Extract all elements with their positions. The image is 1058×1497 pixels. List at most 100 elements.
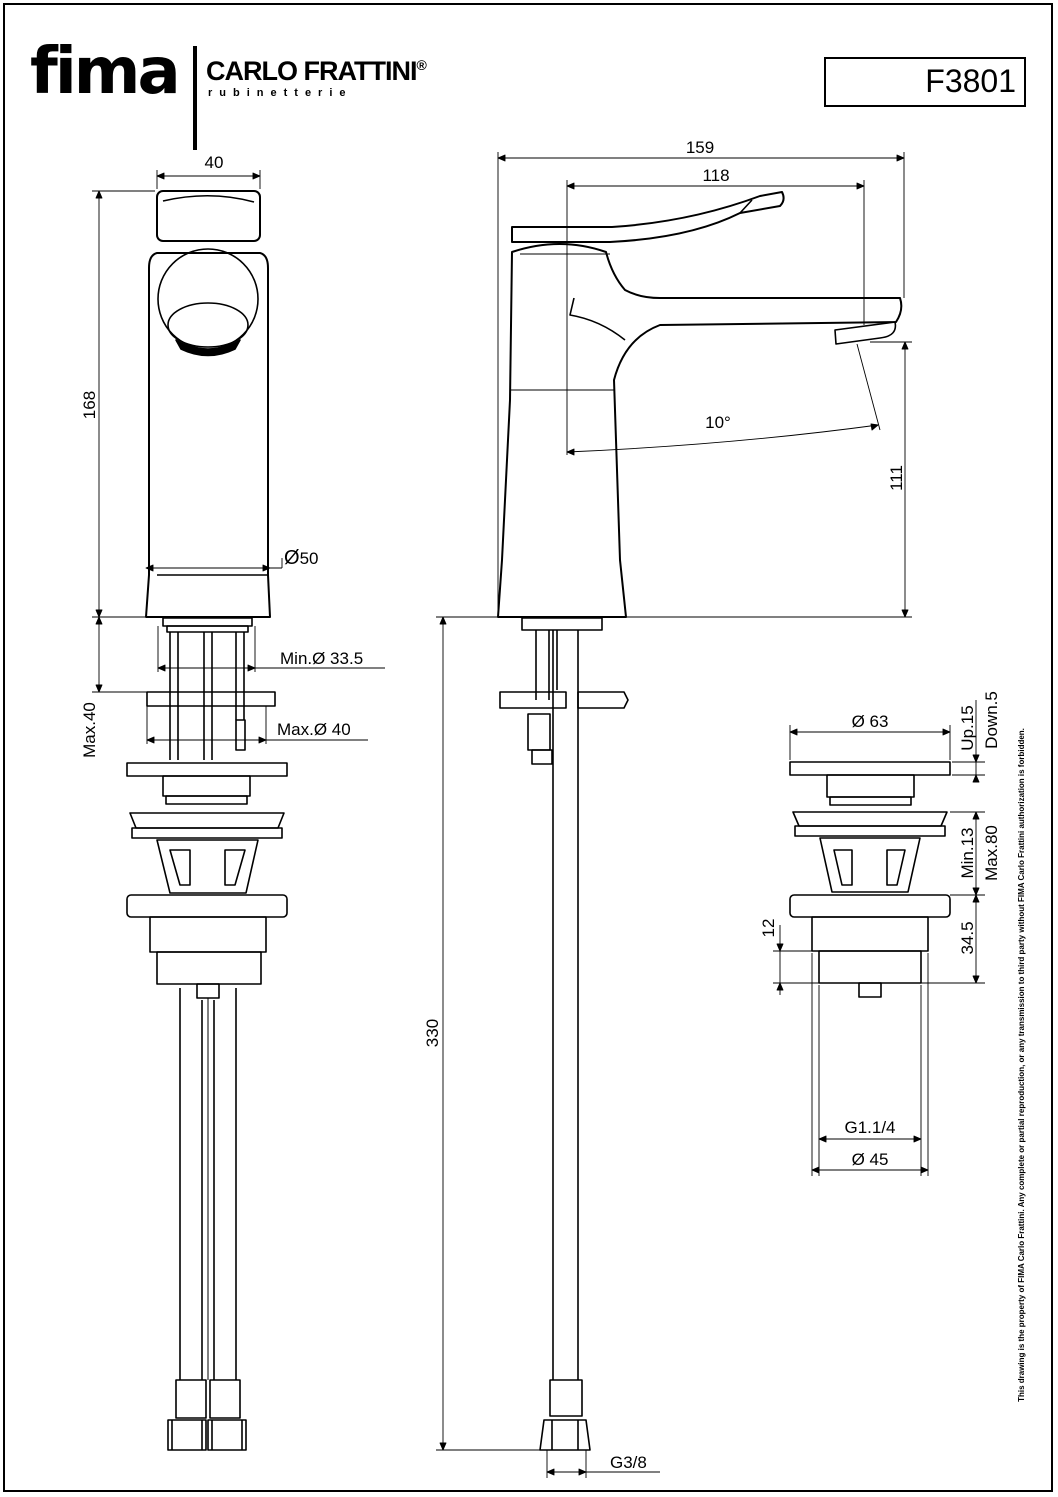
label-deck-max: Max.40	[80, 702, 99, 758]
front-drain-cap	[126, 762, 288, 777]
label-front-height: 168	[80, 391, 99, 419]
front-cartridge	[157, 248, 259, 350]
side-aerator	[834, 321, 897, 345]
logo-divider	[193, 46, 197, 150]
dim-drain-travel	[952, 700, 985, 783]
product-code: F3801	[925, 63, 1016, 99]
front-drain-body	[149, 916, 267, 953]
front-drain-cone	[156, 839, 259, 894]
label-base-diameter-value: 50	[300, 549, 319, 568]
label-hole-min: Min.Ø 33.5	[280, 649, 363, 668]
side-lever-tip	[739, 199, 753, 214]
dim-side-spout	[566, 180, 865, 455]
drain-body	[811, 916, 929, 952]
front-cartridge-ring	[167, 302, 249, 348]
front-aerator	[175, 339, 241, 357]
dim-drain-cap	[789, 725, 951, 760]
dim-front-width	[156, 170, 261, 189]
dim-drain-flange	[773, 925, 819, 995]
label-side-total: 159	[686, 138, 714, 157]
label-spout-angle: 10°	[705, 413, 731, 432]
label-drain-cap: Ø 63	[852, 712, 889, 731]
front-drain-ring	[165, 795, 248, 805]
front-fixing-plate	[146, 691, 276, 707]
label-hole-max: Max.Ø 40	[277, 720, 351, 739]
drain-spring	[833, 849, 906, 886]
dim-base-diameter	[145, 558, 283, 572]
drain-flange-2	[794, 825, 946, 837]
front-drain-nut	[126, 894, 288, 918]
side-hose-nut	[539, 1419, 591, 1451]
label-side-spout: 118	[702, 166, 729, 185]
label-drain-up: Up.15	[958, 705, 977, 750]
drain-stud	[858, 982, 882, 998]
front-drain-flange-2	[131, 827, 283, 839]
front-drain-flange	[129, 812, 285, 829]
front-pull-rod	[235, 719, 246, 751]
drain-cap	[789, 761, 951, 776]
dim-spout-height	[626, 341, 912, 618]
side-nut	[521, 617, 603, 631]
label-front-width: 40	[205, 153, 224, 172]
label-spout-height: 111	[887, 465, 906, 491]
logo-fima-text: fima	[30, 35, 181, 109]
front-nut	[162, 617, 253, 627]
drawing-frame	[3, 3, 1053, 1492]
label-drain-down: Down.5	[982, 691, 1001, 749]
drain-tail	[818, 950, 922, 984]
front-hose-nut-l	[167, 1419, 207, 1451]
dim-hose-thread	[546, 1450, 660, 1478]
label-base-diameter: Ø50	[284, 547, 318, 569]
drain-cone	[819, 837, 921, 893]
label-hose-length: 330	[423, 1019, 442, 1047]
front-drain-tail	[156, 951, 262, 985]
drain-flange	[792, 811, 948, 827]
dim-drain-outlet	[811, 953, 929, 1176]
side-hose-ferrule	[549, 1379, 583, 1417]
front-drain-spring	[169, 849, 246, 886]
dim-deck-max	[92, 616, 147, 693]
drain-ring	[829, 796, 912, 806]
drain-nut	[789, 894, 951, 918]
legal-notice: This drawing is the property of FIMA Car…	[1017, 728, 1026, 1402]
front-drain-neck	[162, 775, 251, 797]
drain-detail	[773, 700, 985, 1176]
front-drain-stud	[196, 983, 220, 999]
side-pull-rod-end	[531, 749, 553, 765]
logo-registered-mark: ®	[416, 57, 426, 73]
logo-brand-text: CARLO FRATTINI®	[206, 56, 427, 86]
front-nut-2	[166, 625, 249, 633]
label-drain-outlet: Ø 45	[852, 1150, 889, 1169]
side-fixing-plate	[499, 691, 567, 709]
dim-hose-length	[436, 616, 540, 1451]
dim-hole-min	[157, 626, 385, 672]
front-body	[145, 252, 271, 618]
label-drain-flange: 12	[759, 919, 778, 938]
dim-front-height	[92, 190, 155, 618]
front-hose-ferrule-l	[175, 1379, 207, 1419]
front-hose-nut-r	[207, 1419, 247, 1451]
front-handle-highlight	[162, 194, 255, 203]
dim-spout-angle	[566, 343, 881, 456]
front-view	[92, 170, 385, 1451]
side-lever	[511, 191, 785, 243]
dim-side-total	[497, 152, 905, 610]
side-view	[436, 152, 912, 1478]
dim-drain-body	[921, 811, 985, 984]
front-handle	[156, 190, 261, 242]
drain-neck	[826, 774, 915, 798]
front-hose-ferrule-r	[209, 1379, 241, 1419]
label-drain-min: Min.13	[958, 827, 977, 878]
side-pull-rod	[527, 713, 551, 751]
side-fixing-plate-2	[577, 691, 629, 709]
label-drain-max: Max.80	[982, 825, 1001, 881]
logo-brand-name: CARLO FRATTINI	[206, 56, 417, 86]
label-drain-thread: G1.1/4	[844, 1118, 895, 1137]
dim-hole-max	[146, 706, 368, 744]
side-body	[497, 243, 903, 618]
logo-sub-text: rubinetterie	[208, 87, 353, 99]
label-drain-len: 34.5	[958, 921, 977, 954]
label-hose-thread: G3/8	[610, 1453, 647, 1472]
side-body-curve	[569, 297, 626, 341]
